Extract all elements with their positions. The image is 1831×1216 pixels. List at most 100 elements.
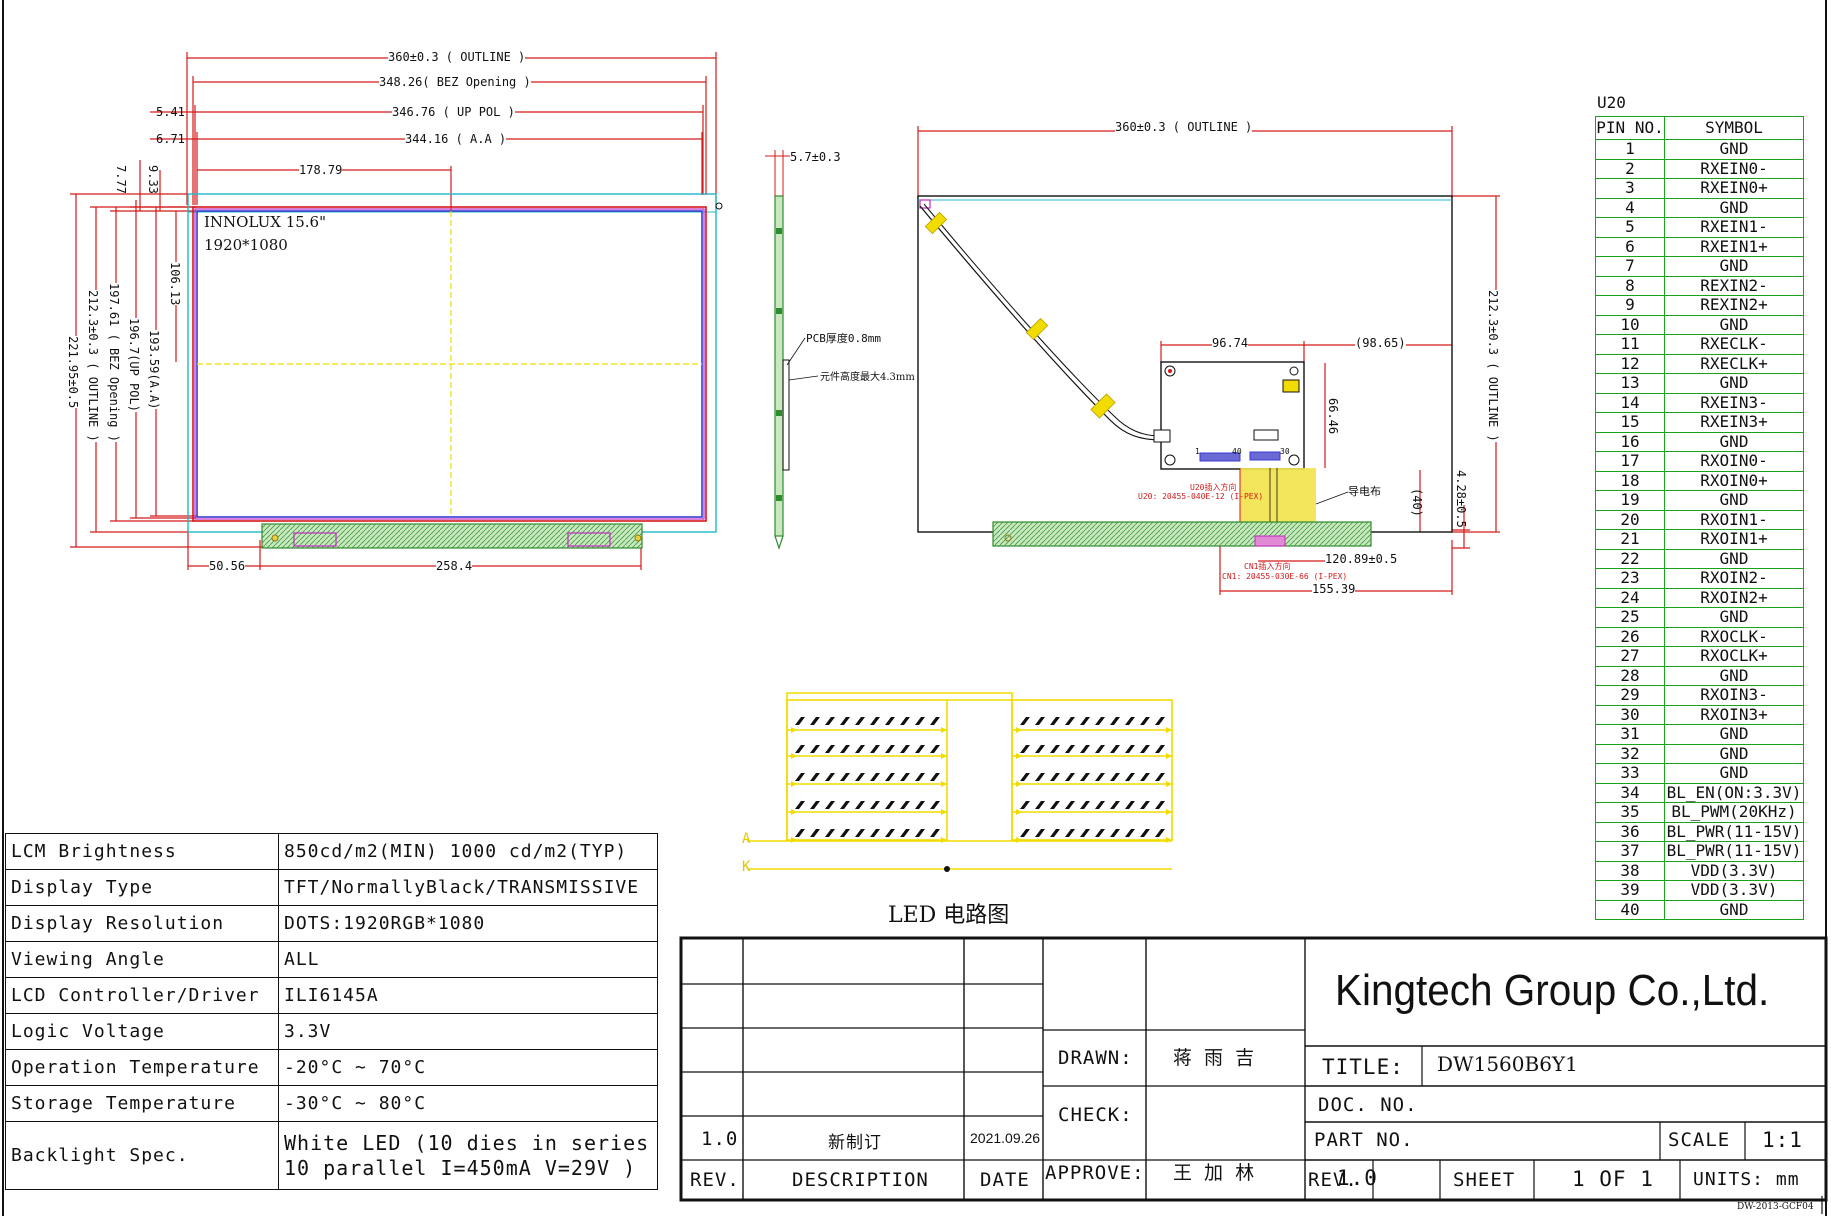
pin-symbol: GND [1664, 139, 1804, 160]
back-dim-6646: 66.46 [1326, 398, 1340, 435]
pin-symbol: GND [1664, 607, 1804, 628]
pin-symbol: GND [1664, 743, 1804, 764]
spec-value: -20°C ~ 70°C [278, 1049, 658, 1086]
back-dim-outline-w: 360±0.3 ( OUTLINE ) [1115, 120, 1253, 134]
pin-symbol: RXEIN1+ [1664, 236, 1804, 257]
pin-number: 3 [1595, 178, 1665, 199]
rev2-value: 1.0 [1337, 1166, 1378, 1190]
pin-symbol: RXOCLK- [1664, 626, 1804, 647]
pin-symbol: BL_EN(ON:3.3V) [1664, 782, 1804, 803]
part-no-label: PART NO. [1314, 1129, 1414, 1151]
dim-thickness: 5.7±0.3 [790, 150, 841, 164]
connector-pin-40: 40 [1232, 447, 1242, 456]
pin-symbol: RXOIN1+ [1664, 529, 1804, 550]
pin-symbol: RXEIN1- [1664, 217, 1804, 238]
pin-number: 25 [1595, 607, 1665, 628]
pin-number: 28 [1595, 665, 1665, 686]
date-label: DATE [980, 1169, 1030, 1191]
pin-number: 9 [1595, 295, 1665, 316]
led-anode-label: A [742, 831, 751, 847]
dim-bez-w: 348.26( BEZ Opening ) [379, 75, 531, 89]
cn1-part-note: CN1: 20455-030E-66 (I-PEX) [1222, 572, 1348, 581]
description-label: DESCRIPTION [792, 1169, 929, 1191]
pin-symbol: RXOIN2+ [1664, 587, 1804, 608]
spec-value: -30°C ~ 80°C [278, 1085, 658, 1122]
approve-label: APPROVE: [1045, 1162, 1145, 1184]
drawn-label: DRAWN: [1058, 1047, 1133, 1069]
pin-symbol: GND [1664, 373, 1804, 394]
spec-row: Storage Temperature-30°C ~ 80°C [5, 1085, 658, 1122]
dim-outline-w: 360±0.3 ( OUTLINE ) [388, 50, 526, 64]
spec-row: Operation Temperature-20°C ~ 70°C [5, 1049, 658, 1086]
spec-value: White LED (10 dies in series 10 parallel… [278, 1121, 658, 1190]
pin-number: 29 [1595, 685, 1665, 706]
pin-symbol: RXEIN3+ [1664, 412, 1804, 433]
spec-key: LCM Brightness [5, 833, 279, 870]
pin-number: 8 [1595, 275, 1665, 296]
dim-671: 6.71 [156, 132, 185, 146]
pin-number: 10 [1595, 314, 1665, 335]
pin-number: 14 [1595, 392, 1665, 413]
pin-number: 18 [1595, 470, 1665, 491]
pin-number: 36 [1595, 821, 1665, 842]
u20-direction-note: U20插入方向 [1190, 483, 1237, 492]
pin-number: 30 [1595, 704, 1665, 725]
dim-up-pol-h: 196.7(UP POL) [127, 318, 141, 412]
connector-pin-1: 1 [1195, 447, 1200, 456]
backlight-line-2: 10 parallel I=450mA V=29V ) [284, 1155, 637, 1180]
pin-number: 40 [1595, 899, 1665, 920]
pin-number: 16 [1595, 431, 1665, 452]
spec-key: LCD Controller/Driver [5, 977, 279, 1014]
component-height-note: 元件高度最大4.3mm [820, 372, 915, 383]
pin-header-row: PIN NO. SYMBOL [1595, 116, 1804, 140]
spec-value: ILI6145A [278, 977, 658, 1014]
led-dies [795, 717, 1165, 837]
spec-value: 3.3V [278, 1013, 658, 1050]
pin-number: 27 [1595, 646, 1665, 667]
dim-777: 7.77 [114, 165, 128, 194]
spec-key: Storage Temperature [5, 1085, 279, 1122]
pin-symbol: GND [1664, 665, 1804, 686]
pin-number: 37 [1595, 841, 1665, 862]
pin-symbol: RXOCLK+ [1664, 646, 1804, 667]
pin-symbol: GND [1664, 490, 1804, 511]
pin-number: 33 [1595, 763, 1665, 784]
pin-number: 26 [1595, 626, 1665, 647]
backlight-line-1: White LED (10 dies in series [284, 1130, 650, 1155]
led-junction [944, 866, 950, 872]
back-dim-9865: (98.65) [1355, 336, 1406, 350]
front-view [70, 52, 723, 570]
side-view [765, 150, 819, 550]
dim-center-w: 178.79 [299, 163, 343, 177]
pin-number: 7 [1595, 256, 1665, 277]
pin-symbol: BL_PWR(11-15V) [1664, 821, 1804, 842]
pin-symbol: RXEIN3- [1664, 392, 1804, 413]
pin-symbol: RXEIN0+ [1664, 178, 1804, 199]
rev-value: 1.0 [701, 1128, 739, 1150]
